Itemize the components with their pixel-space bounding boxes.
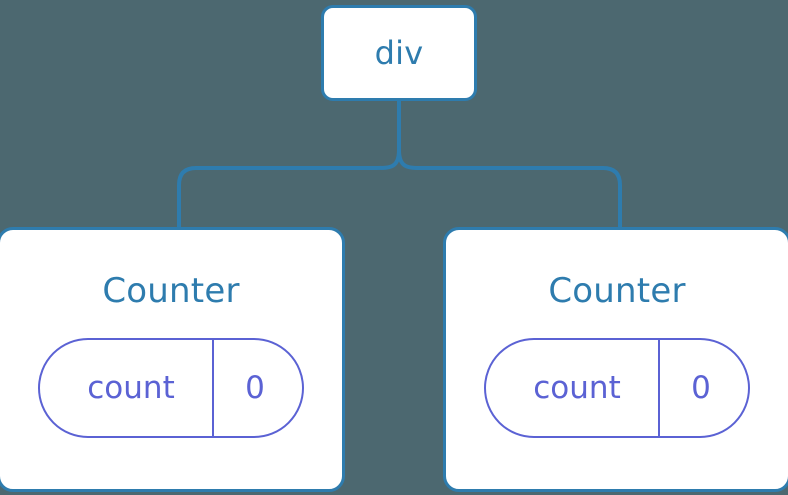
edge-to-counter-left xyxy=(177,148,401,230)
state-pill-left-key: count xyxy=(40,340,214,436)
state-pill-left[interactable]: count 0 xyxy=(38,338,304,438)
state-pill-right-key: count xyxy=(486,340,660,436)
node-counter-right-label: Counter xyxy=(548,271,686,311)
node-counter-left[interactable]: Counter count 0 xyxy=(0,227,345,492)
node-div-label: div xyxy=(374,34,424,72)
node-counter-right[interactable]: Counter count 0 xyxy=(443,227,788,492)
node-div[interactable]: div xyxy=(321,5,477,101)
state-pill-left-value: 0 xyxy=(245,369,265,406)
node-counter-left-label: Counter xyxy=(102,271,240,311)
state-pill-right-value: 0 xyxy=(691,369,711,406)
edge-to-counter-right xyxy=(397,148,622,230)
state-pill-right[interactable]: count 0 xyxy=(484,338,750,438)
